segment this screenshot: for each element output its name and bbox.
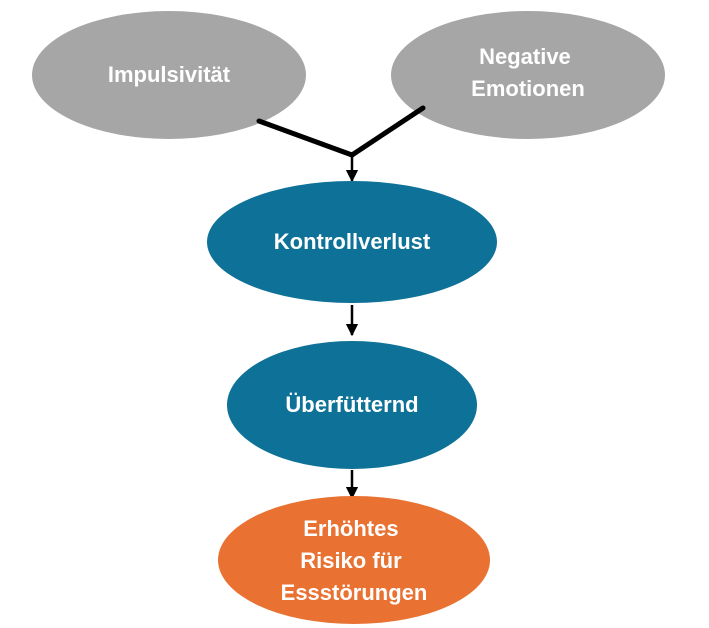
eating-disorder-risk-label-line-2: Risiko für [300,548,402,573]
overeating-shape [227,341,477,469]
eating-disorder-risk-shape [218,496,490,624]
impulsivity-label: Impulsivität [108,62,231,87]
eating-disorder-risk-label-line-1: Erhöhtes [303,516,398,541]
negative-emotions-label: Negative Emotionen [471,44,585,101]
overeating-node: Überfütternd [227,341,477,469]
impulsivity-label-line: Impulsivität [108,62,231,87]
negative-emotions-label-line-2: Emotionen [471,76,585,101]
connector-negative-emotions [349,105,426,158]
eating-disorder-risk-label: Erhöhtes Risiko für Essstörungen [281,516,428,605]
loss-of-control-node: Kontrollverlust [207,181,497,303]
loss-of-control-label: Kontrollverlust [274,229,431,254]
connector-impulsivity [256,118,355,158]
impulsivity-node: Impulsivität [32,11,306,139]
loss-of-control-label-line: Kontrollverlust [274,229,431,254]
eating-disorder-risk-node: Erhöhtes Risiko für Essstörungen [218,496,490,624]
overeating-label-line: Überfütternd [285,392,418,417]
negative-emotions-shape [391,11,665,139]
impulsivity-shape [32,11,306,139]
overeating-label: Überfütternd [285,392,418,417]
negative-emotions-label-line-1: Negative [479,44,571,69]
eating-disorder-risk-label-line-3: Essstörungen [281,580,428,605]
negative-emotions-node: Negative Emotionen [391,11,665,139]
loss-of-control-shape [207,181,497,303]
